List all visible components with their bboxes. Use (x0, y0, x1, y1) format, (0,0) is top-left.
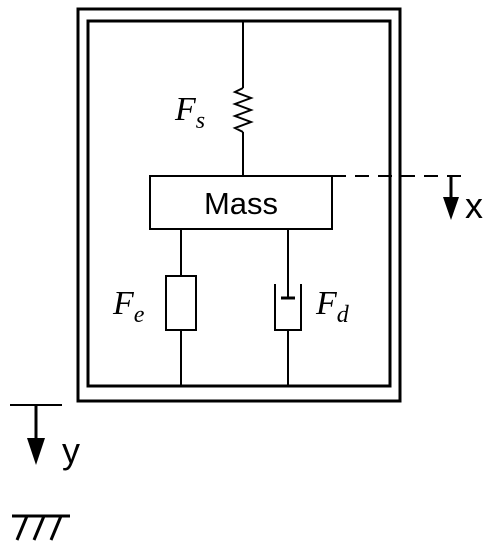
spring-force-subscript: s (196, 108, 205, 134)
element-force-symbol: F (112, 285, 135, 322)
spring-coil (232, 87, 254, 133)
outer-frame-outer-border (76, 7, 402, 403)
spring-force-label: Fs (174, 91, 205, 134)
x-arrow (443, 176, 459, 220)
elastic-element-box (165, 275, 197, 331)
ground-hatch-3 (49, 515, 63, 541)
outer-frame (76, 7, 402, 403)
y-indicator (10, 404, 62, 465)
x-displacement-label: x (465, 185, 483, 226)
damper-force-subscript: d (337, 302, 350, 328)
damper-force-symbol: F (315, 285, 338, 322)
y-displacement-label: y (62, 430, 80, 471)
element-force-label: Fe (112, 285, 145, 328)
elastic-element (165, 229, 197, 386)
element-force-subscript: e (134, 302, 145, 328)
mass-label: Mass (204, 186, 278, 221)
damper (274, 229, 302, 386)
x-arrow-head (443, 197, 459, 220)
y-arrow-head (27, 438, 45, 465)
ground-hatch-2 (32, 515, 46, 541)
mass-block (149, 175, 333, 230)
ground-symbol (12, 514, 70, 541)
spring (232, 21, 254, 176)
spring-force-symbol: F (174, 91, 197, 128)
damper-force-label: Fd (315, 285, 350, 328)
outer-frame-inner-border (86, 19, 392, 388)
ground-hatch-1 (15, 515, 29, 541)
